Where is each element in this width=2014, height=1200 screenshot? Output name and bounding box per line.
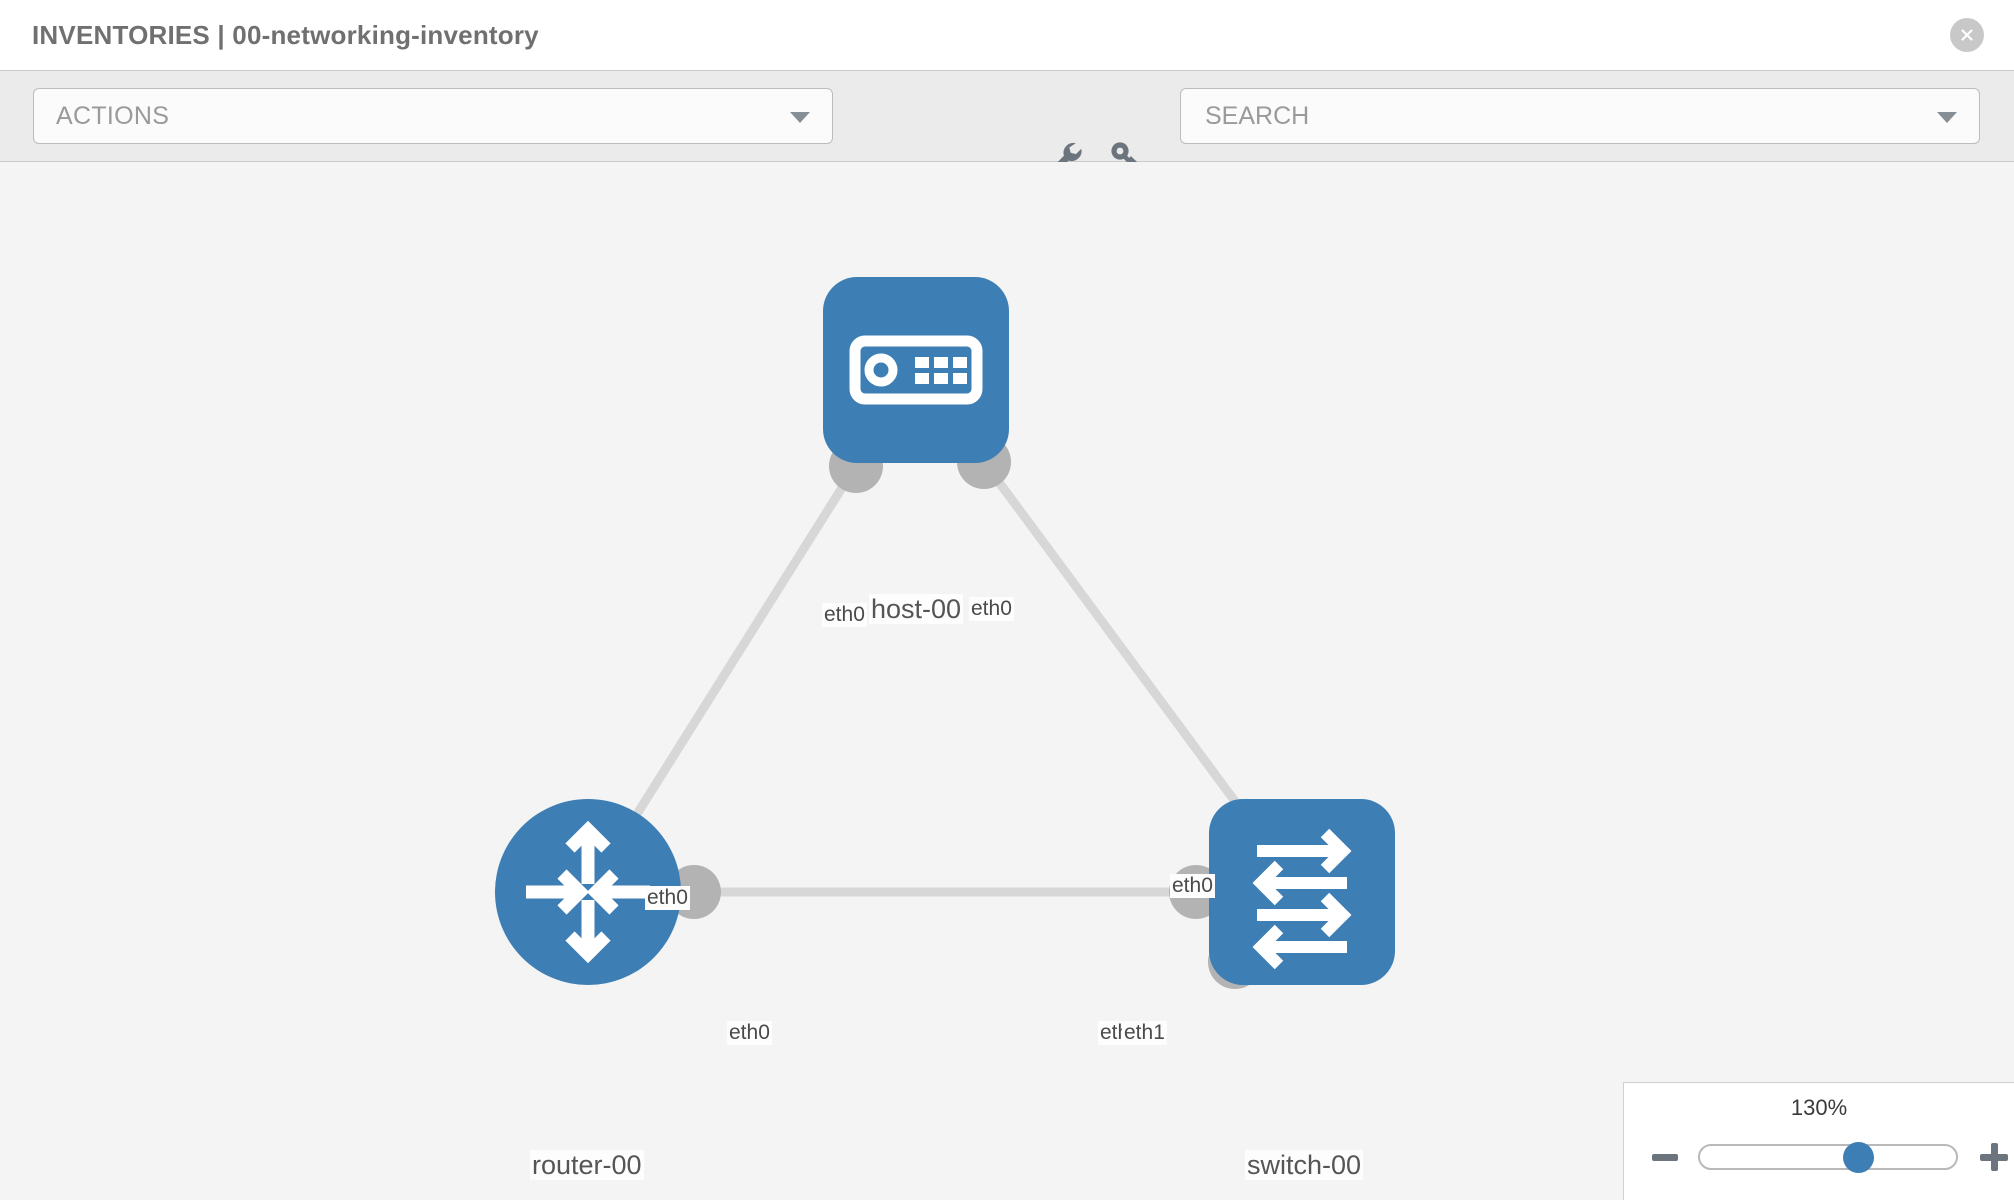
plus-icon[interactable] — [1980, 1143, 2008, 1171]
node-router-00[interactable] — [495, 799, 681, 985]
zoom-slider-row — [1624, 1135, 2014, 1179]
zoom-slider-thumb[interactable] — [1843, 1141, 1875, 1173]
node-label-switch-00: switch-00 — [1245, 1150, 1364, 1181]
chevron-down-icon — [790, 112, 810, 123]
topology-graph — [495, 277, 1395, 989]
zoom-percent-label: 130% — [1790, 1095, 1848, 1120]
close-icon[interactable] — [1950, 18, 1984, 52]
minus-icon[interactable] — [1652, 1153, 1678, 1161]
topology-canvas[interactable]: eth0 eth0 eth0 eth0 eth0 eth0 eth1 host-… — [0, 162, 2014, 1200]
node-host-00[interactable] — [823, 277, 1009, 463]
interface-label: eth1 — [1122, 1021, 1167, 1045]
node-switch-00[interactable] — [1209, 799, 1395, 985]
interface-label: eth0 — [822, 603, 867, 627]
interface-label: eth0 — [1170, 874, 1215, 898]
page-header: INVENTORIES | 00-networking-inventory — [0, 0, 2014, 70]
switch-arrows-icon — [1252, 828, 1352, 970]
node-label-router-00: router-00 — [530, 1150, 644, 1181]
actions-dropdown[interactable]: ACTIONS — [33, 88, 833, 144]
node-label-host-00: host-00 — [869, 594, 964, 625]
zoom-control: 130% — [1623, 1082, 2014, 1200]
actions-dropdown-label: ACTIONS — [56, 101, 170, 130]
search-box[interactable] — [1180, 88, 1980, 144]
server-appliance-icon — [849, 335, 983, 405]
router-arrows-icon — [526, 820, 650, 964]
interface-label: eth0 — [645, 886, 690, 910]
toolbar: ACTIONS — [0, 70, 2014, 173]
chevron-down-icon[interactable] — [1937, 112, 1957, 123]
interface-label: eth0 — [727, 1021, 772, 1045]
interface-label: eth0 — [969, 597, 1014, 621]
zoom-slider[interactable] — [1698, 1141, 1958, 1173]
search-input[interactable] — [1203, 100, 1903, 132]
page-title: INVENTORIES | 00-networking-inventory — [32, 19, 539, 50]
